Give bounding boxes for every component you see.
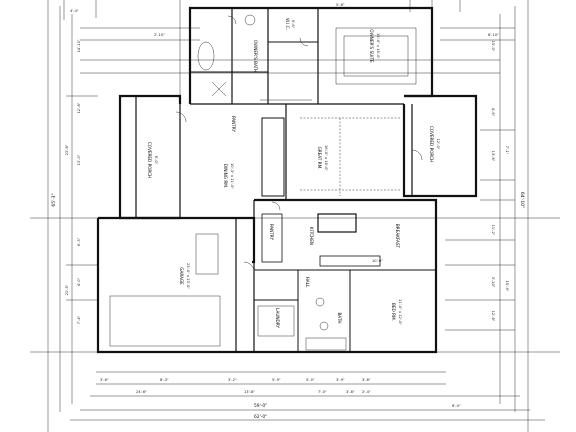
right-dim: 13'-6" [491, 151, 495, 162]
room-label-garage: GARAGE [179, 267, 184, 285]
room-dim-bed: 11'-0" x 12'-0" [398, 299, 402, 325]
bottom-dim: 3'-6" [100, 378, 109, 382]
room-dim-dining: 10'-3" x 11'-0" [230, 163, 234, 189]
room-label-bed: BED RM. [391, 303, 396, 321]
bottom-row3-dim: 59'-0" [254, 403, 267, 409]
left-dim: 7'-4" [77, 315, 81, 324]
bottom-dim: 8'-3" [160, 378, 169, 382]
right-total-dim: 64'-10" [519, 192, 525, 208]
room-label-owners-bath: OWNER'S BATH [253, 40, 258, 72]
right-dim: 7'-1" [505, 146, 509, 155]
room-label-laundry: LAUNDRY [275, 308, 280, 328]
top-dimensions: 4'-4" 2'-10" 5'-6" 6'-10" [70, 3, 499, 37]
bottom-dimensions: 3'-6" 8'-3" 3'-2" 5'-9" 5'-0" 3'-9" 3'-6… [100, 378, 461, 420]
right-dim: 15'-9" [505, 281, 509, 292]
room-label-bath: BATH [337, 312, 342, 323]
room-label-dining: DINING RM. [223, 164, 228, 188]
right-dim: 4'-6" [491, 108, 495, 117]
room-dim-covered-porch-left: 6'-0" [154, 156, 158, 165]
room-label-great-rm: GREAT RM. [317, 146, 322, 169]
room-label-pantry: PANTRY [231, 116, 236, 132]
room-dim-garage: 23'-0" x 23'-0" [186, 263, 190, 289]
left-dim: 6'-3" [77, 237, 81, 246]
bottom-right-dim: 8'-0" [452, 404, 461, 408]
dimension-frame [30, 0, 560, 432]
left-total-dim: 65'-3" [51, 193, 57, 206]
room-label-hall: HALL [305, 277, 310, 288]
bottom-dim: 7'-0" [318, 390, 327, 394]
top-dim: 6'-10" [488, 33, 499, 37]
room-dim-owners-suite: 15'-0" x 16'-0" [376, 33, 380, 59]
left-dimensions: 14'-10" 12'-8" 13'-0" 23'-8" 6'-3" 21'-5… [51, 39, 81, 324]
room-label-pantry2: PANTRY [269, 224, 274, 240]
fixtures [109, 14, 423, 351]
right-dim: 15'-0" [491, 41, 495, 52]
left-dim: 23'-8" [65, 144, 69, 155]
left-dim: 13'-0" [77, 154, 81, 165]
bottom-dim: 24'-6" [136, 390, 147, 394]
walls [96, 6, 478, 354]
room-dim-wic: 9'-6" [291, 20, 295, 29]
bottom-dim: 3'-2" [228, 378, 237, 382]
room-dim-great-rm: 16'-0" x 18'-0" [324, 145, 328, 171]
top-dim: 5'-6" [336, 3, 345, 7]
bottom-dim: 5'-0" [306, 378, 315, 382]
room-labels: OWNER'S SUITE 15'-0" x 16'-0" W.I.C. 9'-… [147, 18, 440, 328]
bottom-dim: 2'-4" [362, 390, 371, 394]
right-dimensions: 15'-0" 4'-6" 13'-6" 7'-1" 11'-2" 3'-10" … [491, 41, 525, 322]
room-dim-breakfast: 10'-6" [372, 259, 383, 263]
room-label-kitchen: KITCHEN [309, 227, 314, 245]
bottom-dim: 3'-8" [346, 390, 355, 394]
bottom-total-dim: 62'-0" [254, 414, 267, 420]
left-dim: 4'-0" [77, 277, 81, 286]
right-dim: 12'-8" [491, 311, 495, 322]
room-label-wic: W.I.C. [285, 18, 290, 30]
left-dim: 12'-8" [77, 102, 81, 113]
room-label-breakfast: BREAKFAST [395, 224, 400, 249]
room-label-covered-porch-left: COVERED PORCH [147, 142, 152, 178]
bottom-dim: 3'-9" [336, 378, 345, 382]
right-dim: 11'-2" [491, 225, 495, 236]
bottom-dim: 3'-6" [362, 378, 371, 382]
top-dim: 2'-10" [154, 33, 165, 37]
bottom-dim: 5'-9" [272, 378, 281, 382]
top-dim: 4'-4" [70, 9, 79, 13]
room-dim-covered-porch-right: 12'-0" [436, 139, 440, 150]
left-dim: 21'-5" [65, 284, 69, 295]
room-label-owners-suite: OWNER'S SUITE [369, 29, 374, 63]
room-label-covered-porch-right: COVERED PORCH [429, 126, 434, 162]
left-dim: 14'-10" [77, 39, 81, 52]
right-dim: 3'-10" [491, 277, 495, 288]
bottom-dim: 13'-8" [244, 390, 255, 394]
